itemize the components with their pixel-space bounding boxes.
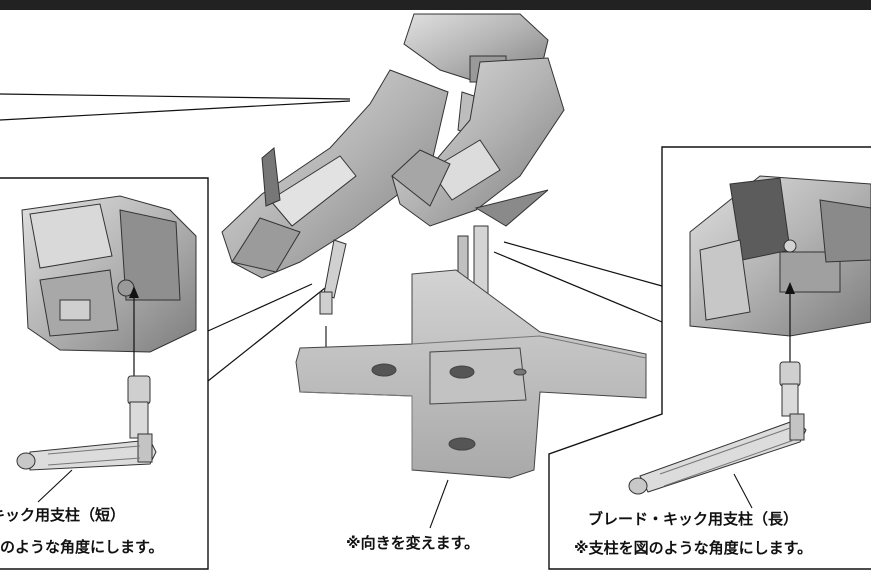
left-caption-line1: キック用支柱（短）	[0, 506, 126, 524]
left-foot-detail	[21, 195, 197, 353]
center-caption: ※向きを変えます。	[346, 534, 480, 552]
top-bar	[0, 0, 871, 10]
right-caption-line1: ブレード・キック用支柱（長）	[588, 510, 799, 528]
right-insert-arrow	[785, 282, 795, 362]
left-detail-panel	[0, 177, 326, 570]
display-base	[295, 269, 647, 479]
left-caption-line2: のような角度にします。	[0, 538, 164, 556]
base-hole-left	[371, 363, 397, 377]
right-detail-panel	[493, 146, 871, 570]
top-left-callout-lines	[0, 93, 351, 121]
right-caption-line2: ※支柱を図のような角度にします。	[574, 539, 813, 557]
robot-legs-illustration	[221, 13, 565, 319]
right-caption-leader	[733, 473, 753, 509]
long-support-pole	[628, 361, 807, 495]
left-caption-leader	[37, 469, 73, 503]
short-support-pole	[16, 375, 157, 471]
base-hole-center	[449, 365, 475, 379]
center-caption-leader	[429, 479, 449, 529]
left-insert-arrow	[129, 286, 139, 376]
base-hole-bottom	[448, 437, 476, 451]
right-foot-detail	[689, 175, 871, 337]
